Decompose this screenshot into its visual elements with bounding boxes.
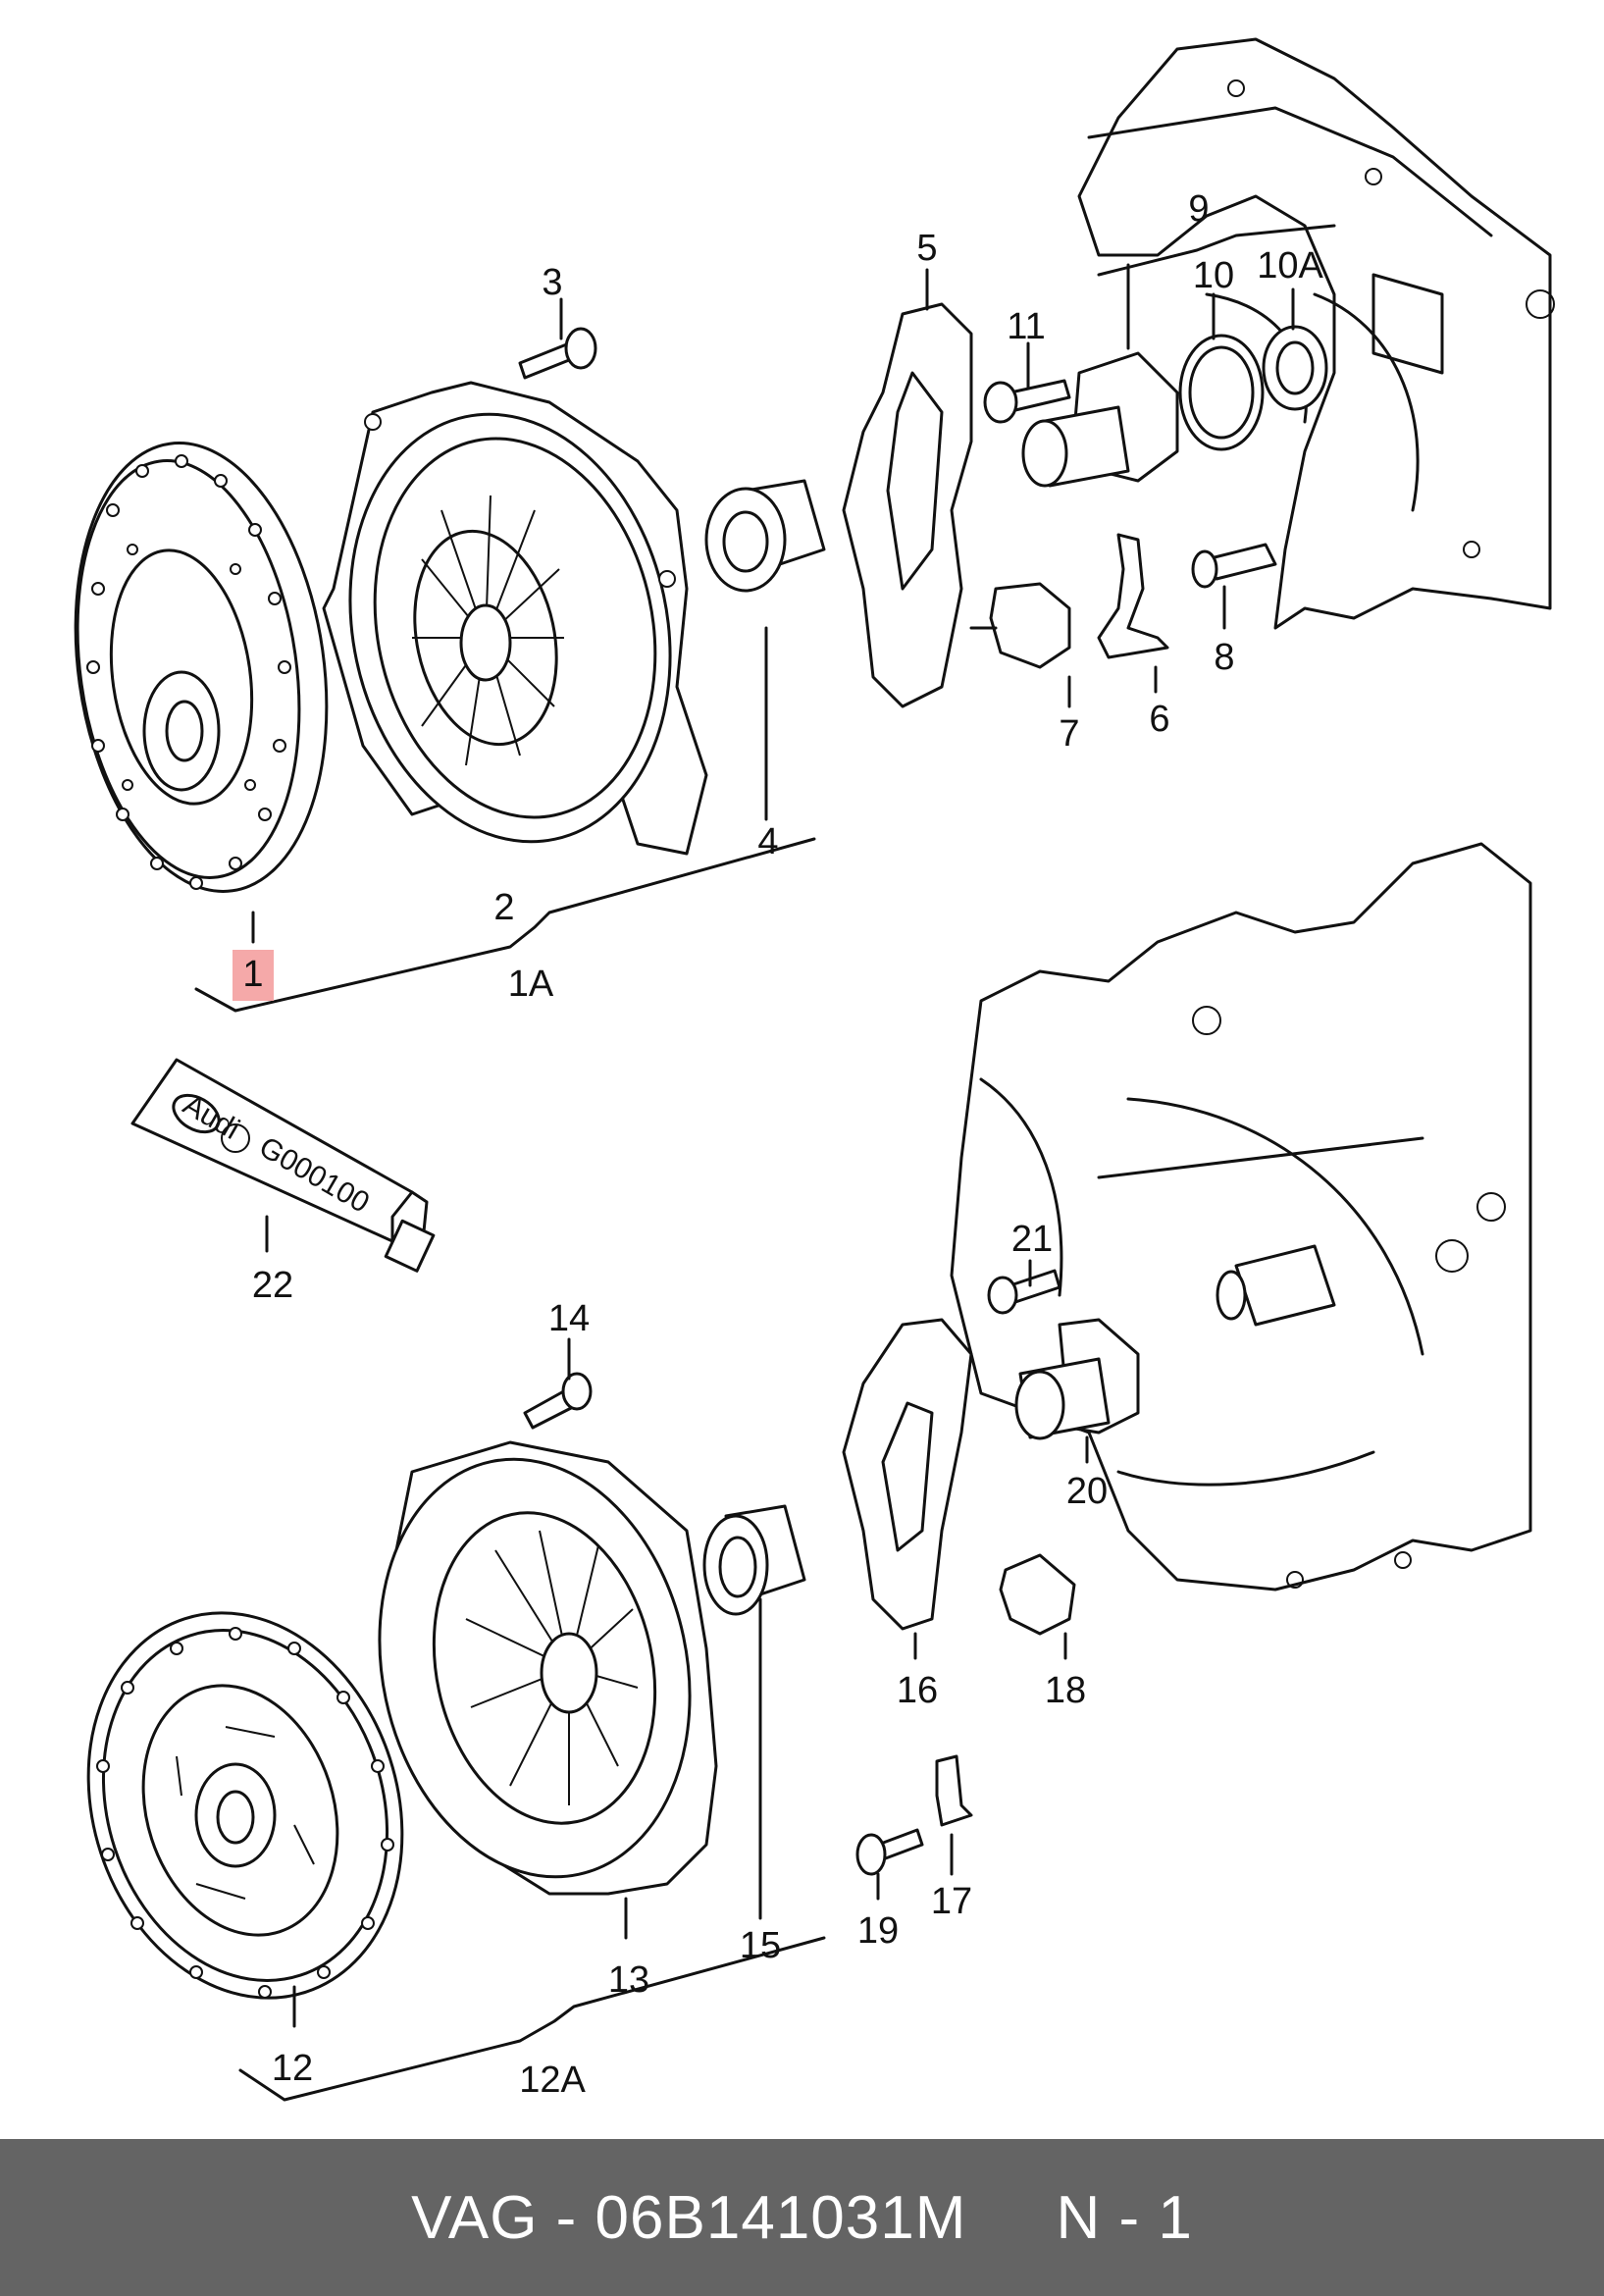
label-14: 14	[548, 1298, 590, 1339]
label-21: 21	[1011, 1219, 1053, 1260]
bolt-3	[518, 327, 597, 380]
gearbox-housing-lower	[950, 842, 1532, 1592]
clip-6	[1097, 533, 1169, 659]
bolt-8	[1191, 543, 1277, 589]
release-lever-5	[842, 302, 973, 708]
label-12a: 12A	[519, 2060, 586, 2101]
release-bearing-4	[704, 479, 826, 593]
label-7: 7	[1059, 713, 1079, 755]
label-12: 12	[272, 2048, 313, 2089]
footer-text: VAG - 06B141031M N - 1	[411, 2183, 1193, 2252]
label-9: 9	[1188, 188, 1209, 230]
label-8: 8	[1214, 637, 1234, 678]
label-1a: 1A	[508, 964, 554, 1005]
pivot-mount-7	[969, 582, 1071, 669]
highlight-marker	[233, 950, 274, 1001]
exploded-clutch-diagram: Audi G000100	[74, 37, 1555, 2102]
label-15: 15	[740, 1925, 781, 1966]
label-19: 19	[857, 1910, 899, 1952]
label-1: 1	[242, 954, 263, 995]
label-6: 6	[1149, 699, 1169, 740]
bolt-11	[983, 379, 1071, 424]
label-16: 16	[897, 1670, 938, 1711]
label-4: 4	[757, 821, 778, 862]
label-22: 22	[252, 1265, 293, 1306]
label-10a: 10A	[1257, 245, 1323, 287]
part-number-footer: VAG - 06B141031M N - 1	[0, 2139, 1604, 2296]
label-2: 2	[493, 887, 514, 928]
label-18: 18	[1045, 1670, 1086, 1711]
label-5: 5	[916, 228, 937, 269]
release-bearing-15	[702, 1504, 806, 1616]
label-10: 10	[1193, 255, 1234, 296]
sealant-tube-22: Audi G000100	[130, 1058, 436, 1273]
bolt-19	[855, 1828, 924, 1876]
part-labels: 1 1A 2 3 4 5 6 7 8 9 10 10A 11 12 12A 13…	[242, 188, 1323, 2101]
clutch-disc-12	[86, 1611, 404, 2000]
label-3: 3	[542, 262, 562, 303]
pressure-plate-2	[322, 381, 708, 856]
guide-sleeve-9	[1021, 351, 1179, 488]
clutch-disc-1	[74, 442, 329, 893]
bolt-21	[987, 1269, 1061, 1315]
label-11: 11	[1007, 306, 1045, 347]
pressure-plate-13	[378, 1440, 718, 1896]
bolt-14	[523, 1372, 593, 1430]
gearbox-housing-upper	[1077, 37, 1555, 630]
label-20: 20	[1066, 1471, 1108, 1512]
seal-10a	[1262, 325, 1328, 411]
release-lever-16	[842, 1318, 973, 1631]
guide-sleeve-20	[1014, 1318, 1140, 1440]
leader-lines	[194, 224, 1336, 2102]
seal-ring-10	[1178, 334, 1265, 451]
label-13: 13	[608, 1959, 649, 2001]
clip-17	[935, 1754, 973, 1827]
pivot-mount-18	[999, 1553, 1076, 1636]
label-17: 17	[931, 1881, 972, 1922]
